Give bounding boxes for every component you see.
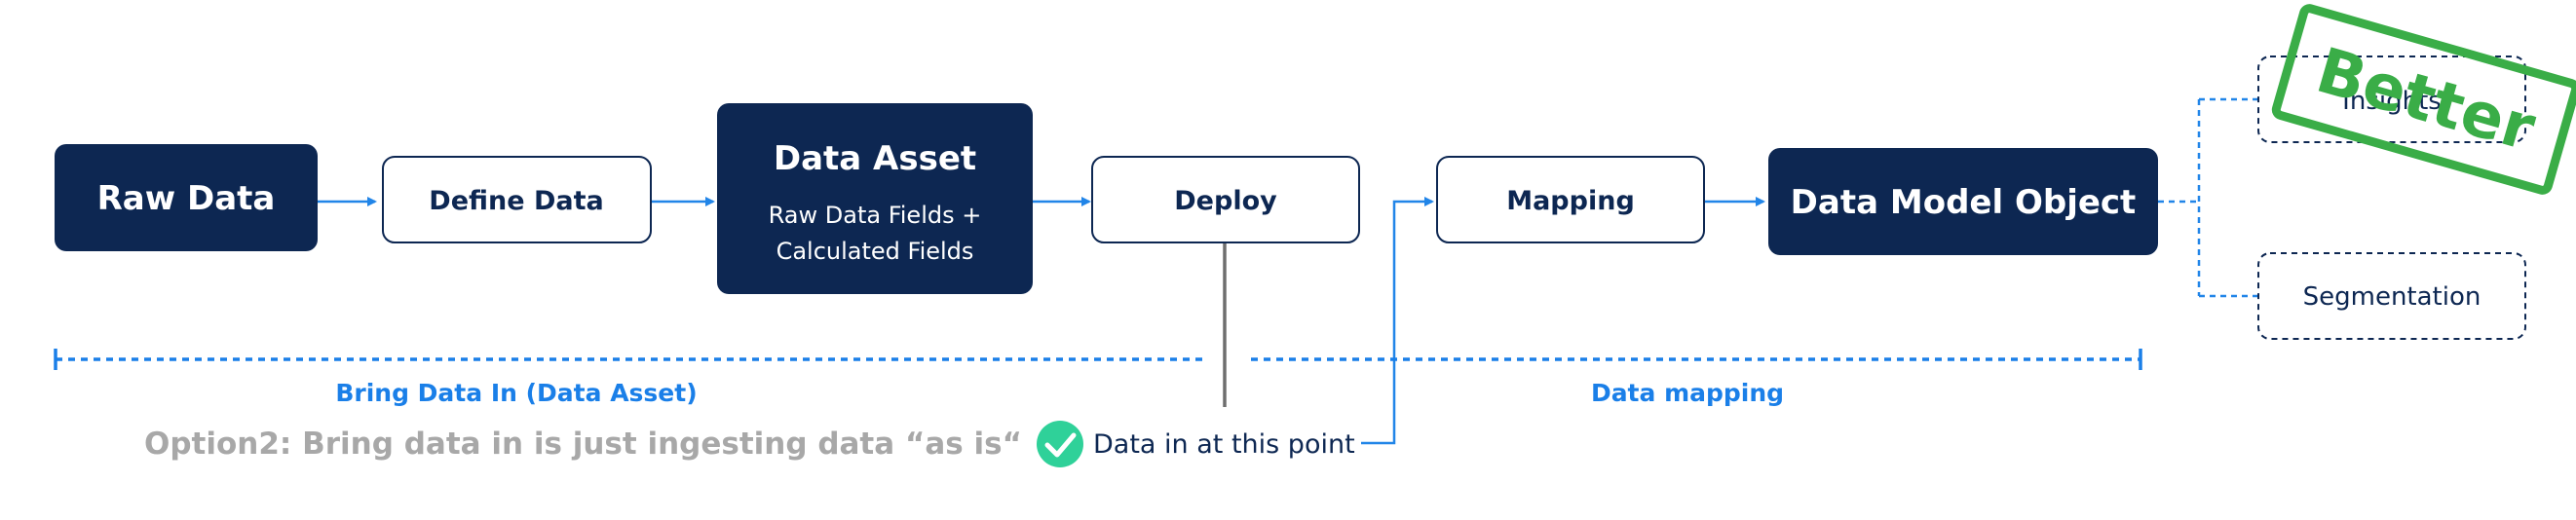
stamp-text: Better <box>2309 35 2543 166</box>
node-label-data-asset: Data Asset <box>774 139 976 178</box>
node-raw-data[interactable]: Raw Data <box>55 144 318 251</box>
node-data-asset[interactable]: Data Asset Raw Data Fields + Calculated … <box>717 103 1033 294</box>
node-label-insights: Insights <box>2342 87 2442 116</box>
node-label-data-model-object: Data Model Object <box>1791 183 2137 222</box>
node-data-model-object[interactable]: Data Model Object <box>1768 148 2158 255</box>
arrow-datain-to-mapping <box>1361 197 1434 445</box>
node-mapping[interactable]: Mapping <box>1436 156 1705 243</box>
phase-label-data-mapping: Data mapping <box>1591 379 1784 407</box>
node-label-segmentation: Segmentation <box>2303 282 2481 312</box>
node-sub-data-asset-line1: Raw Data Fields + <box>769 202 982 229</box>
check-circle-icon <box>1037 421 1083 467</box>
node-segmentation[interactable]: Segmentation <box>2257 252 2526 340</box>
better-stamp: Better <box>2271 4 2576 195</box>
phase-spans: Bring Data In (Data Asset) Data mapping <box>54 349 2142 407</box>
node-label-raw-data: Raw Data <box>97 179 276 218</box>
note-option2: Option2: Bring data in is just ingesting… <box>144 427 1022 462</box>
node-deploy[interactable]: Deploy <box>1091 156 1360 243</box>
phase-label-bring-data-in: Bring Data In (Data Asset) <box>335 379 697 407</box>
node-sub-data-asset-line2: Calculated Fields <box>777 238 974 265</box>
node-define-data[interactable]: Define Data <box>382 156 652 243</box>
note-data-in-point: Data in at this point <box>1093 429 1355 460</box>
connector-arrows <box>318 97 2258 445</box>
node-insights[interactable]: Insights <box>2257 56 2526 143</box>
node-label-mapping: Mapping <box>1506 186 1635 216</box>
node-label-define-data: Define Data <box>429 186 603 216</box>
node-label-deploy: Deploy <box>1174 186 1277 216</box>
